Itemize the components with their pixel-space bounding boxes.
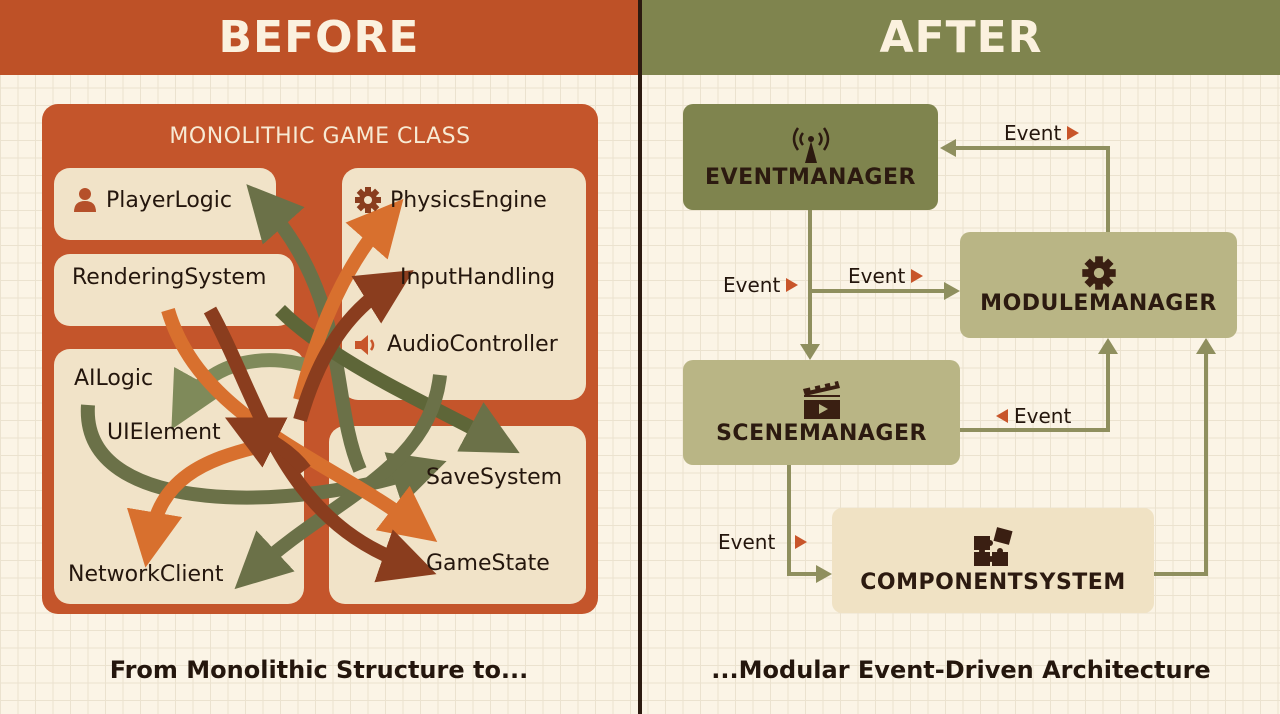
game-state-module: GameState: [426, 551, 550, 576]
monolithic-game-class: MONOLITHIC GAME CLASS: [42, 104, 598, 614]
save-system-label: SaveSystem: [426, 465, 563, 490]
broadcast-antenna-icon: [792, 126, 829, 163]
scene-manager-label: SCENEMANAGER: [716, 421, 927, 446]
event-marker-icon: [795, 535, 808, 549]
speaker-icon: [355, 334, 375, 355]
panel-divider: [638, 0, 642, 714]
event-label-scene-to-module: Event: [996, 404, 1071, 428]
gear-icon: [355, 187, 381, 213]
input-handling-label: InputHandling: [400, 265, 556, 290]
rendering-system-label: RenderingSystem: [72, 265, 267, 290]
after-header: AFTER: [642, 0, 1280, 75]
ui-element-label: UIElement: [107, 420, 221, 445]
event-label-event-to-scene: Event: [723, 273, 799, 297]
clapperboard-icon: [802, 381, 840, 419]
event-marker-icon: [911, 269, 924, 283]
event-label-event-to-module: Event: [848, 264, 924, 288]
event-marker-icon: [996, 409, 1008, 423]
monolith-title: MONOLITHIC GAME CLASS: [169, 124, 471, 149]
component-system-node: COMPONENTSYSTEM: [832, 508, 1154, 613]
network-client-module: NetworkClient: [68, 562, 224, 587]
player-logic-label: PlayerLogic: [106, 187, 232, 213]
puzzle-pieces-icon: [974, 527, 1013, 566]
scene-manager-node: SCENEMANAGER: [683, 360, 960, 465]
physics-engine-label: PhysicsEngine: [390, 187, 547, 213]
player-logic-module: PlayerLogic: [72, 186, 232, 214]
after-caption: ...Modular Event-Driven Architecture: [711, 656, 1211, 684]
event-manager-label: EVENTMANAGER: [705, 164, 916, 190]
save-system-module: SaveSystem: [426, 465, 562, 490]
audio-controller-module: AudioController: [353, 332, 558, 357]
before-caption: From Monolithic Structure to...: [109, 656, 529, 684]
component-system-label: COMPONENTSYSTEM: [860, 570, 1126, 595]
event-label-scene-to-component: Event: [718, 530, 808, 554]
event-manager-node: EVENTMANAGER: [683, 104, 938, 210]
rendering-system-module: RenderingSystem: [72, 265, 266, 290]
network-client-label: NetworkClient: [68, 562, 224, 587]
event-marker-icon: [786, 278, 799, 292]
gear-icon: [1081, 255, 1116, 290]
before-panel: BEFORE MONOLITHIC GAME CLASS: [0, 0, 638, 714]
game-state-label: GameState: [426, 551, 550, 576]
ui-element-module: UIElement: [107, 420, 221, 445]
input-handling-module: InputHandling: [400, 265, 555, 290]
module-manager-node: MODULEMANAGER: [960, 232, 1237, 338]
person-icon: [74, 188, 96, 212]
event-marker-icon: [1067, 126, 1080, 140]
event-label-module-to-event: Event: [1004, 121, 1080, 145]
after-panel: AFTER EVENTMANAGER: [642, 0, 1280, 714]
ai-logic-module: AILogic: [74, 366, 153, 391]
module-manager-label: MODULEMANAGER: [980, 290, 1217, 316]
audio-controller-label: AudioController: [387, 332, 558, 357]
before-header: BEFORE: [0, 0, 638, 75]
physics-engine-module: PhysicsEngine: [354, 186, 547, 214]
systems-box-right-bottom: [329, 426, 586, 604]
ai-logic-label: AILogic: [74, 366, 154, 391]
